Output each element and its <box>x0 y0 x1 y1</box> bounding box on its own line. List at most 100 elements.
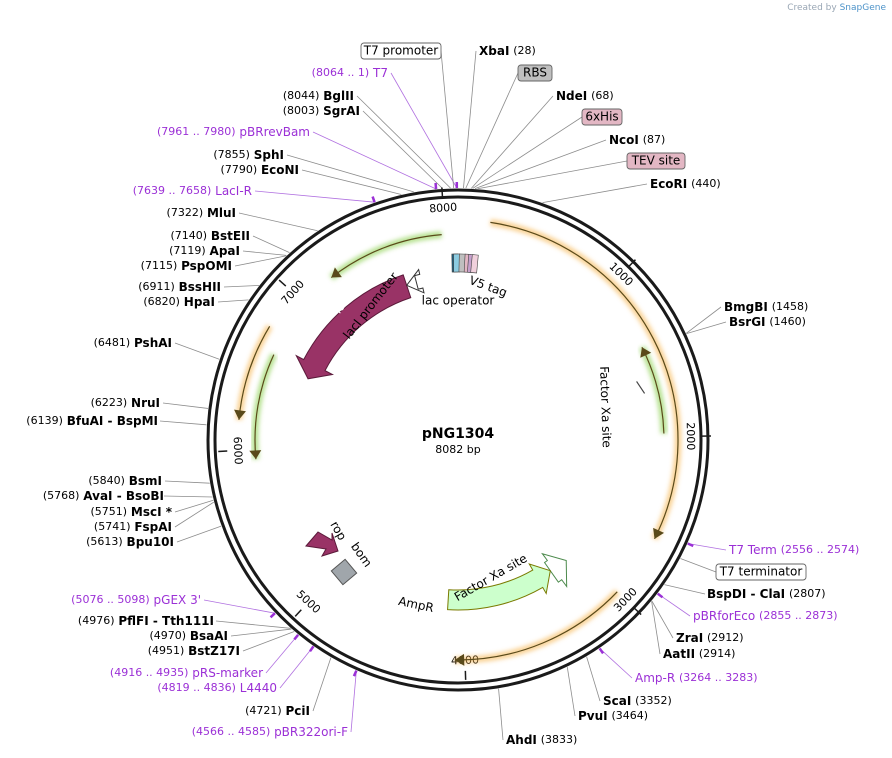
site-text-pcii: (4721) PciI <box>245 704 310 718</box>
primer-mark-l4440 <box>308 645 315 653</box>
tick-3000 <box>634 607 642 616</box>
primer-pbrforeco: pBRforEco (2855 .. 2873) <box>693 609 838 623</box>
site-pshai: (6481) PshAI <box>94 336 172 350</box>
leader-ncoi <box>474 139 607 189</box>
primer-pbrrevbam: (7961 .. 7980) pBRrevBam <box>157 125 310 139</box>
feature-box-t7-terminator: T7 terminator <box>715 563 807 581</box>
rop-arrow <box>305 531 339 557</box>
orf-arc-3 <box>234 324 273 421</box>
site-text-bsteii: (7140) BstEII <box>170 229 250 243</box>
site-text-fspai: (5741) FspAI <box>94 520 172 534</box>
primer-mark-pbrforeco <box>656 592 664 599</box>
site-text-bsrgi: BsrGI (1460) <box>729 315 806 329</box>
site-text-msci: (5751) MscI * <box>90 505 172 519</box>
leader-hpai <box>217 299 249 303</box>
leader-prs-marker <box>265 634 299 674</box>
snapgene-credit: Created by SnapGene <box>787 3 886 13</box>
site-bglii: (8044) BglII <box>283 89 354 103</box>
feature-box-text-t7-terminator: T7 terminator <box>719 565 803 579</box>
feature-label-bom: bom <box>348 540 375 570</box>
site-bstz17i: (4951) BstZ17I <box>148 644 240 658</box>
leader-apai <box>242 250 287 256</box>
site-text-pflfi: (4976) PflFI - Tth111I <box>78 614 214 628</box>
primer-t7: (8064 .. 1) T7 <box>312 66 388 80</box>
site-text-pshai: (6481) PshAI <box>94 336 172 350</box>
tick-label-5000: 5000 <box>294 588 323 617</box>
site-bsshii: (6911) BssHII <box>138 280 221 294</box>
map-center: pNG1304 8082 bp <box>422 426 494 456</box>
tick-5000 <box>294 609 302 617</box>
leader-bmgbi <box>686 306 722 334</box>
site-text-ndei: NdeI (68) <box>556 89 614 103</box>
site-mlui: (7322) MluI <box>167 206 236 220</box>
site-bsteii: (7140) BstEII <box>170 229 250 243</box>
leader-fspai <box>174 501 214 528</box>
tick-label-8000: 8000 <box>429 201 458 216</box>
site-text-bstz17i: (4951) BstZ17I <box>148 644 240 658</box>
leader-pbrforeco <box>657 593 691 617</box>
orf-arc-4 <box>329 231 442 281</box>
leader-box-rbs <box>465 72 519 189</box>
feature-box-text-rbs: RBS <box>523 66 547 80</box>
leader-pflfi <box>215 620 291 629</box>
site-xbai: XbaI (28) <box>479 44 536 58</box>
leader-zrai <box>651 600 674 639</box>
leader-bstz17i <box>242 631 295 652</box>
leader-sgrai <box>362 110 443 189</box>
feature-box-tev-site: TEV site <box>626 152 686 170</box>
site-fspai: (5741) FspAI <box>94 520 172 534</box>
leader-l4440 <box>279 646 314 689</box>
site-zrai: ZraI (2912) <box>676 631 744 645</box>
leader-scai <box>586 656 601 702</box>
site-ndei: NdeI (68) <box>556 89 614 103</box>
tick-7000 <box>278 279 287 287</box>
orf-arcs <box>234 218 682 666</box>
tick-1000 <box>628 259 637 267</box>
primer-mark-prs-marker <box>293 634 300 641</box>
lacI-promoter-arrow <box>405 268 425 294</box>
site-ahdi: AhdI (3833) <box>506 733 577 747</box>
site-avai: (5768) AvaI - BsoBI <box>43 489 164 503</box>
leader-ahdi <box>498 688 504 741</box>
factor-xa-mark <box>636 381 646 394</box>
leader-nrui <box>162 402 209 409</box>
leader-sphi <box>286 154 414 193</box>
site-text-ahdi: AhdI (3833) <box>506 733 577 747</box>
feature-label-lac-operator: lac operator <box>422 294 495 308</box>
tick-label-2000: 2000 <box>684 422 697 450</box>
primer-prs-marker: (4916 .. 4935) pRS-marker <box>110 666 263 680</box>
orf-arc-2 <box>454 589 620 666</box>
tick-label-6000: 6000 <box>231 436 245 465</box>
leader-pvui <box>566 667 576 717</box>
leader-bspdi <box>664 584 706 595</box>
leader-ndei <box>471 95 554 189</box>
leader-pcii <box>312 657 332 712</box>
primer-l4440: (4819 .. 4836) L4440 <box>157 681 277 695</box>
site-text-apai: (7119) ApaI <box>169 244 240 258</box>
leader-pbrrevbam <box>312 131 437 190</box>
feature-box-t7-promoter: T7 promoter <box>360 42 442 60</box>
bom-box <box>330 558 358 586</box>
site-text-pvui: PvuI (3464) <box>578 709 648 723</box>
site-text-econi: (7790) EcoNI <box>221 163 299 177</box>
feature-box-rbs: RBS <box>517 64 553 82</box>
site-text-aatii: AatII (2914) <box>663 647 735 661</box>
site-msci: (5751) MscI * <box>90 505 172 519</box>
site-hpai: (6820) HpaI <box>143 295 215 309</box>
site-text-nrui: (6223) NruI <box>91 396 160 410</box>
snapgene-logo-text: SnapGene <box>839 3 886 13</box>
primer-mark-laci-r <box>371 196 376 203</box>
site-ecori: EcoRI (440) <box>650 177 721 191</box>
site-bspdi: BspDI - ClaI (2807) <box>707 587 826 601</box>
site-aatii: AatII (2914) <box>663 647 735 661</box>
leader-pgex-3 <box>203 599 275 614</box>
site-pflfi: (4976) PflFI - Tth111I <box>78 614 214 628</box>
orf-arc-5 <box>638 345 668 434</box>
site-text-hpai: (6820) HpaI <box>143 295 215 309</box>
site-text-bsaai: (4970) BsaAI <box>149 629 228 643</box>
label-leader-lines <box>159 50 727 741</box>
leader-box-6xhis <box>472 116 583 189</box>
site-text-sgrai: (8003) SgrAI <box>283 104 360 118</box>
leader-pspomi <box>234 255 286 267</box>
